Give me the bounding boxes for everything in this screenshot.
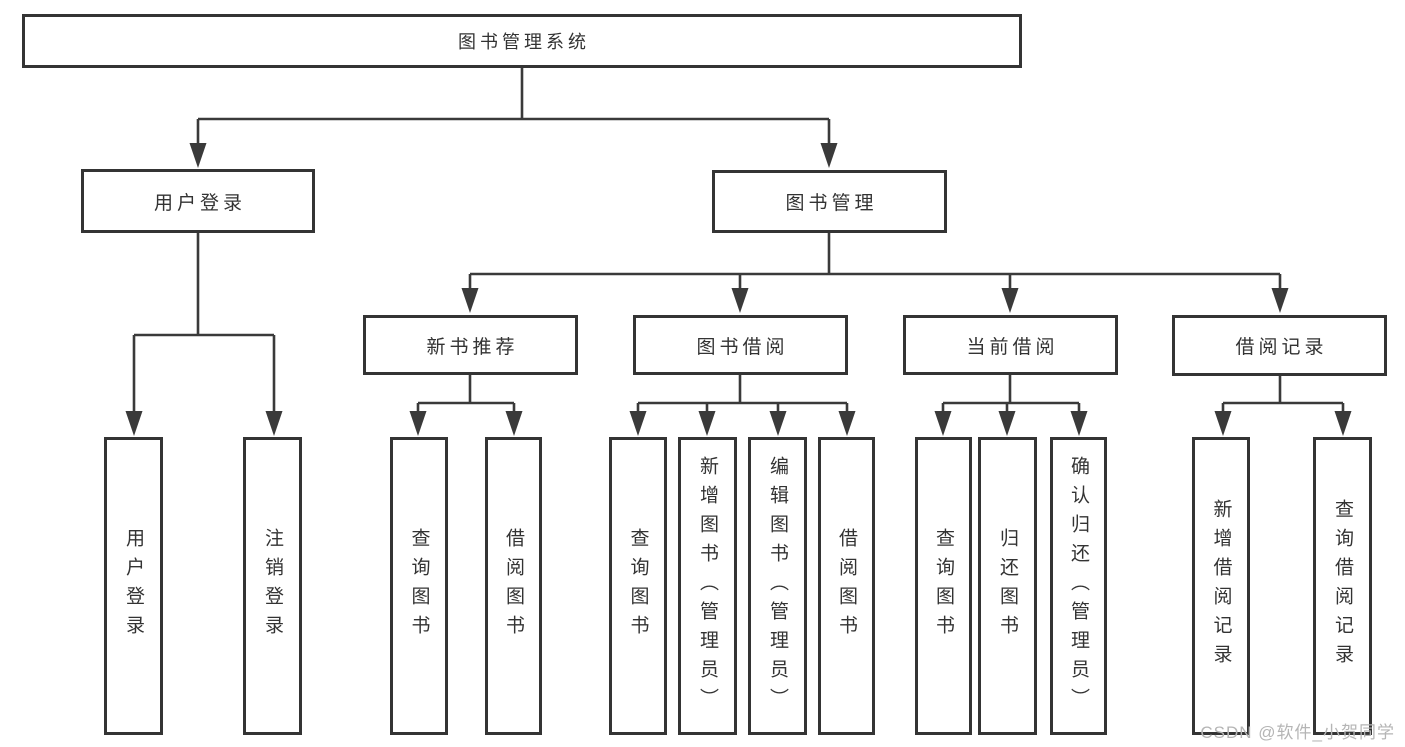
leaf-user-login: 用户登录 — [104, 437, 163, 735]
leaf-borrowing-edit-books-admin-label: 编辑图书（管理员） — [767, 455, 788, 717]
node-user-login: 用户登录 — [81, 169, 315, 233]
leaf-current-query-books-label: 查询图书 — [933, 528, 954, 644]
node-new-book-recommendation: 新书推荐 — [363, 315, 578, 375]
leaf-current-confirm-return-admin-label: 确认归还（管理员） — [1068, 455, 1089, 717]
node-borrowing-records: 借阅记录 — [1172, 315, 1387, 376]
leaf-borrowing-borrow-books-label: 借阅图书 — [836, 528, 857, 644]
leaf-records-query-record: 查询借阅记录 — [1313, 437, 1372, 735]
csdn-watermark: CSDN @软件_小贺同学 — [1200, 723, 1395, 742]
leaf-recommend-query-books: 查询图书 — [390, 437, 448, 735]
leaf-logout: 注销登录 — [243, 437, 302, 735]
leaf-current-return-books-label: 归还图书 — [997, 528, 1018, 644]
leaf-borrowing-add-books-admin-label: 新增图书（管理员） — [697, 455, 718, 717]
leaf-records-add-record: 新增借阅记录 — [1192, 437, 1250, 735]
leaf-borrowing-query-books-label: 查询图书 — [627, 528, 649, 644]
leaf-logout-label: 注销登录 — [262, 528, 283, 644]
leaf-records-add-record-label: 新增借阅记录 — [1210, 499, 1232, 673]
leaf-recommend-query-books-label: 查询图书 — [408, 528, 430, 644]
leaf-user-login-label: 用户登录 — [123, 528, 144, 644]
leaf-borrowing-query-books: 查询图书 — [609, 437, 667, 735]
node-book-management: 图书管理 — [712, 170, 947, 233]
node-system-root: 图书管理系统 — [22, 14, 1022, 68]
leaf-records-query-record-label: 查询借阅记录 — [1332, 499, 1353, 673]
leaf-borrowing-edit-books-admin: 编辑图书（管理员） — [748, 437, 807, 735]
node-current-borrowing: 当前借阅 — [903, 315, 1118, 375]
leaf-borrowing-add-books-admin: 新增图书（管理员） — [678, 437, 737, 735]
leaf-recommend-borrow-books-label: 借阅图书 — [503, 528, 524, 644]
leaf-current-query-books: 查询图书 — [915, 437, 972, 735]
leaf-recommend-borrow-books: 借阅图书 — [485, 437, 542, 735]
leaf-current-return-books: 归还图书 — [978, 437, 1037, 735]
leaf-borrowing-borrow-books: 借阅图书 — [818, 437, 875, 735]
leaf-current-confirm-return-admin: 确认归还（管理员） — [1050, 437, 1107, 735]
node-book-borrowing: 图书借阅 — [633, 315, 848, 375]
